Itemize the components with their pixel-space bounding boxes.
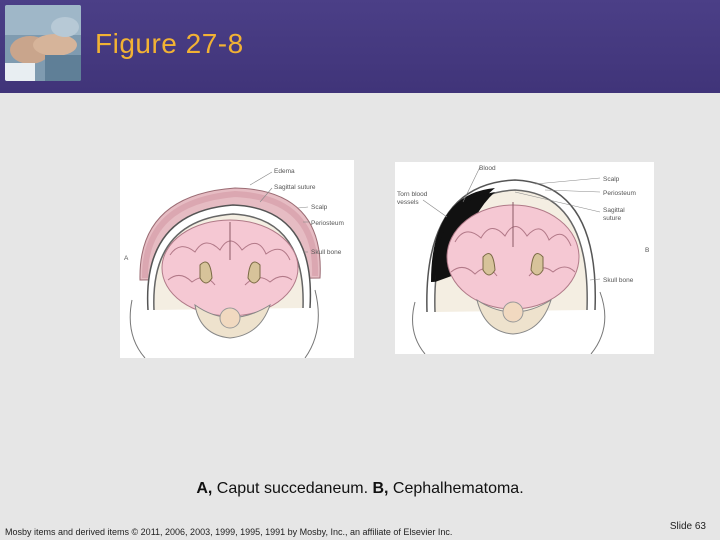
figure-caption: A, Caput succedaneum. B, Cephalhematoma. (0, 480, 720, 498)
caption-b-text: Cephalhematoma. (388, 480, 524, 497)
caption-a-text: Caput succedaneum. (212, 480, 373, 497)
caput-succedaneum-diagram: Edema Sagittal suture Scalp Periosteum S… (120, 160, 354, 358)
caption-a-letter: A, (196, 480, 213, 497)
label-blood: Blood (479, 165, 496, 172)
label-sagittal: Sagittal (603, 207, 625, 214)
label-torn-blood: Torn blood (397, 191, 428, 198)
page-title: Figure 27-8 (95, 28, 244, 59)
caregiver-hands-photo-icon (5, 5, 81, 81)
slide-number: Slide 63 (669, 521, 706, 532)
copyright-notice: Mosby items and derived items © 2011, 20… (5, 527, 453, 537)
label-skull-bone: Skull bone (311, 249, 342, 256)
label-periosteum: Periosteum (603, 190, 636, 197)
label-scalp: Scalp (311, 204, 328, 211)
label-scalp: Scalp (603, 176, 620, 183)
label-vessels: vessels (397, 199, 419, 206)
label-sagittal-suture: Sagittal suture (274, 184, 316, 191)
panel-b-letter: B (645, 247, 649, 254)
label-edema: Edema (274, 168, 295, 175)
label-periosteum: Periosteum (311, 220, 344, 227)
panel-a-letter: A (124, 255, 129, 262)
title-bar: Figure 27-8 (0, 0, 720, 93)
label-suture: suture (603, 215, 621, 222)
caption-b-letter: B, (372, 480, 389, 497)
label-skull-bone: Skull bone (603, 277, 634, 284)
cephalhematoma-diagram: Blood Torn blood vessels Scalp Periosteu… (395, 162, 654, 354)
